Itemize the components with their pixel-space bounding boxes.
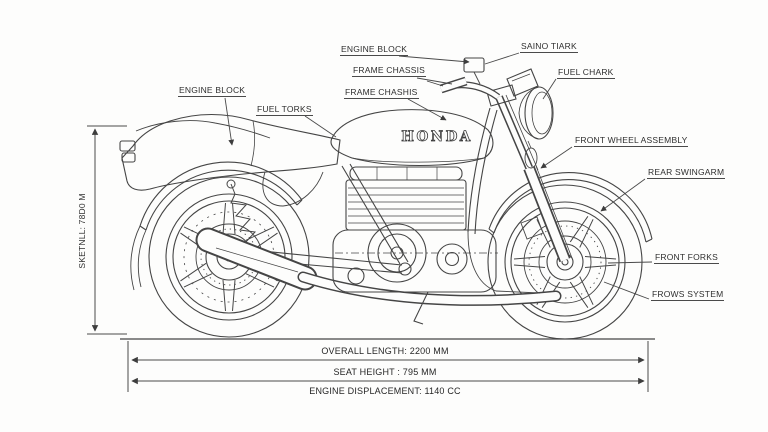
fuel-tank: HONDA [330,109,494,167]
callout-front-forks: FRONT FORKS [654,252,719,264]
callout-fuel-chark: FUEL CHARK [557,67,615,79]
dimension-lines [87,125,649,392]
front-fender [488,172,653,243]
tank-brand-logo: HONDA [401,129,473,145]
callout-frame-chashis: FRAME CHASHIS [344,87,419,99]
callout-leaders [224,52,653,300]
leader-fuel-chark [542,78,557,100]
height-dim-ticks [87,125,127,335]
seat-tail [119,113,341,207]
engine-displacement-label: ENGINE DISPLACEMENT: 1140 CC [309,386,461,396]
engine [332,166,498,293]
callout-engine-block-top: ENGINE BLOCK [340,44,409,56]
motorcycle-drawing: HONDA [119,57,655,340]
leader-front-wheel-assembly [540,146,573,169]
leader-engine-block-top [398,55,470,65]
callout-saino-tark: SAINO TIARK [520,41,578,53]
exhaust [195,227,562,306]
leader-fuel-torks [304,115,337,138]
callout-front-wheel-assembly: FRONT WHEEL ASSEMBLY [574,135,689,147]
callout-fuel-torks: FUEL TORKS [256,104,313,116]
kickstand [413,291,429,325]
leader-frame-chassis [416,77,453,85]
front-fork-assembly [486,84,573,263]
length-extension-lines [127,341,649,392]
leader-frows-system [603,281,650,300]
callout-engine-block-left: ENGINE BLOCK [178,85,247,97]
leader-rear-swingarm [600,178,646,212]
callout-frows-system: FROWS SYSTEM [651,289,725,301]
leader-front-forks [607,261,653,264]
rear-fender [130,161,303,291]
front-wheel [487,184,643,340]
leader-engine-block-left [224,97,235,146]
handlebar-controls [426,57,539,100]
headlight [518,86,554,169]
leader-frame-chashis [407,98,447,121]
leader-saino-tark [484,52,520,65]
height-dimension-label: SKETNLL: 78D0 M [77,193,87,269]
seat-height-label: SEAT HEIGHT : 795 MM [333,367,437,377]
overall-length-label: OVERALL LENGTH: 2200 MM [321,346,449,356]
callout-rear-swingarm: REAR SWINGARM [647,167,726,179]
callout-frame-chassis: FRAME CHASSIS [352,65,427,77]
